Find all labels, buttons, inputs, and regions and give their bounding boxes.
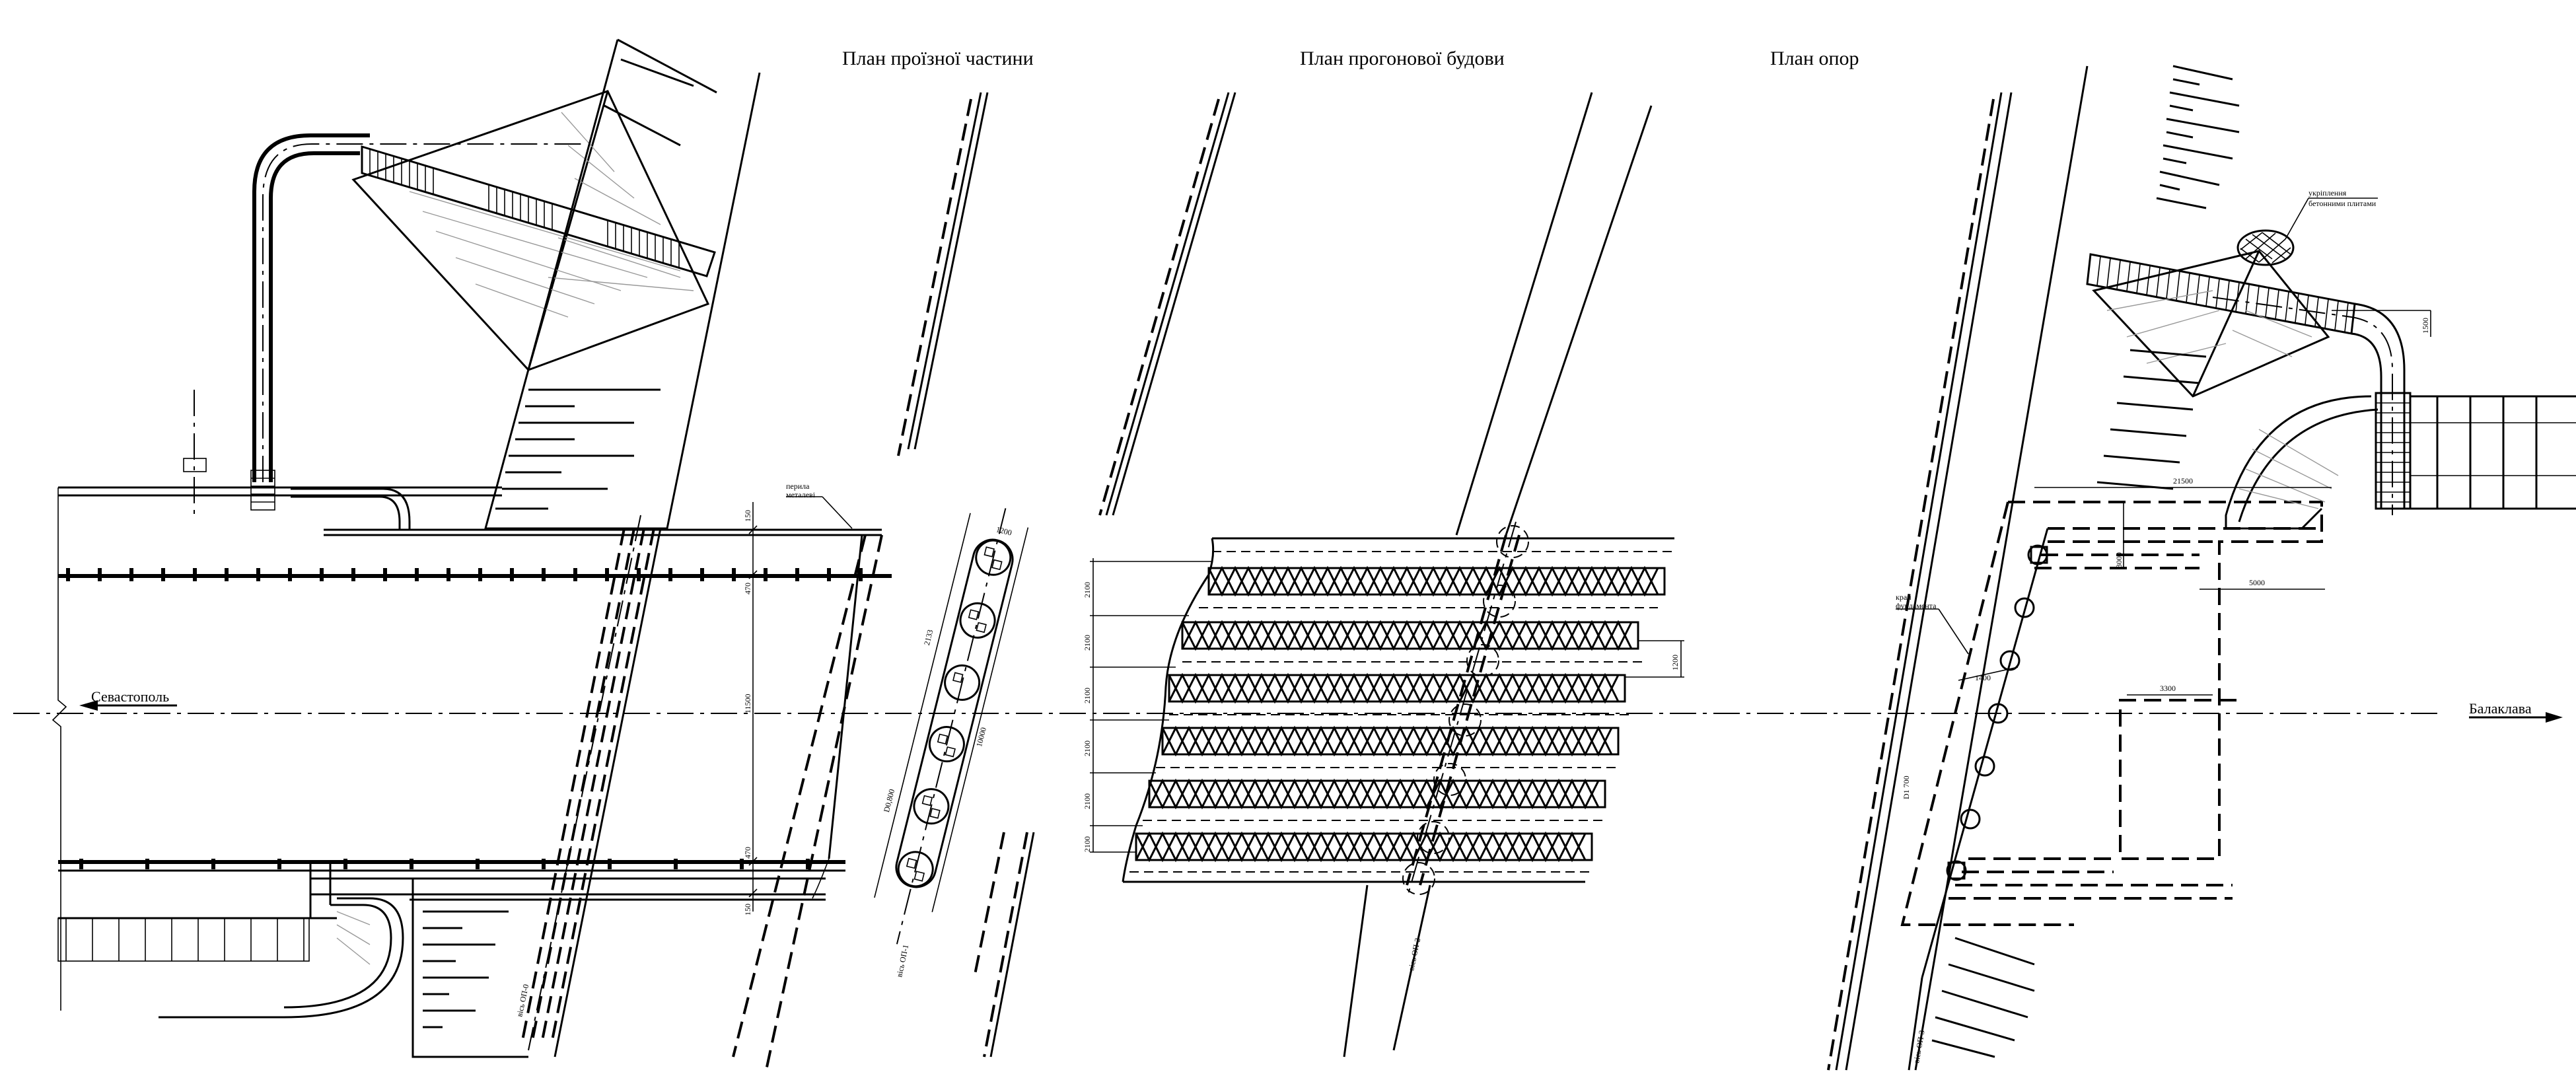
title-supports-plan: План опор [1770,48,1859,69]
upper-railing-posts [66,568,863,581]
svg-text:3000: 3000 [2114,552,2124,568]
svg-text:3300: 3300 [2160,684,2176,693]
svg-text:D1 700: D1 700 [1902,775,1911,799]
span-plan: 2100 2100 2100 2100 2100 2100 1200 [1083,92,1684,1058]
svg-text:150: 150 [743,510,752,522]
span-dimensions: 2100 2100 2100 2100 2100 2100 1200 [1083,558,1684,853]
svg-text:1200: 1200 [1670,655,1680,670]
svg-text:10000: 10000 [974,727,988,748]
lower-railing-posts [79,859,810,869]
svg-text:укріплення: укріплення [2308,188,2347,198]
svg-text:5000: 5000 [2249,578,2265,587]
supports-plan [1827,65,2576,1071]
svg-text:1400: 1400 [1975,673,1991,682]
note-reinforcement: укріплення бетонними плитами [2285,188,2378,240]
svg-text:1200: 1200 [995,524,1013,537]
note-foundation-edge: край фундамента [1896,593,1969,655]
svg-text:край: край [1896,593,1912,602]
svg-text:470: 470 [743,847,752,859]
svg-text:2100: 2100 [1083,582,1092,598]
title-span-plan: План прогонової будови [1300,48,1505,69]
carriageway-dimensions: 150 470 11500 470 150 [743,502,758,916]
svg-text:1500: 1500 [2421,318,2430,334]
svg-text:470: 470 [743,583,752,594]
direction-balaklava: Балаклава [2469,700,2563,723]
svg-text:2100: 2100 [1083,740,1092,756]
svg-text:2133: 2133 [922,629,935,647]
span-girders [1129,551,1674,873]
svg-text:D0,800: D0,800 [882,788,896,813]
svg-text:фундамента: фундамента [1896,601,1937,610]
supports-dimensions: 21500 3000 5000 3300 1400 1500 D1 700 [1902,310,2431,799]
upper-stair [361,145,716,277]
svg-text:2100: 2100 [1083,688,1092,703]
svg-text:11500: 11500 [743,694,752,713]
svg-text:Балаклава: Балаклава [2469,700,2532,717]
note-railing: перила металеві [786,482,853,529]
svg-text:бетонними плитами: бетонними плитами [2308,199,2377,208]
pier-op1: 1200 2133 10000 D0,800 [874,508,1029,945]
direction-sevastopol: Севастополь [79,688,177,711]
svg-text:2100: 2100 [1083,635,1092,651]
svg-text:2100: 2100 [1083,793,1092,809]
title-carriageway-plan: План проїзної частини [842,48,1034,69]
svg-text:150: 150 [743,904,752,916]
carriageway-plan [52,38,1035,1071]
svg-text:Севастополь: Севастополь [91,688,169,705]
svg-text:металеві: металеві [786,490,816,499]
axis-label-op2: вісь ОП-2 [1406,937,1422,972]
axis-label-op1: вісь ОП-1 [894,944,910,978]
svg-text:2100: 2100 [1083,836,1092,852]
svg-text:перила: перила [786,482,810,491]
svg-text:21500: 21500 [2173,476,2193,485]
